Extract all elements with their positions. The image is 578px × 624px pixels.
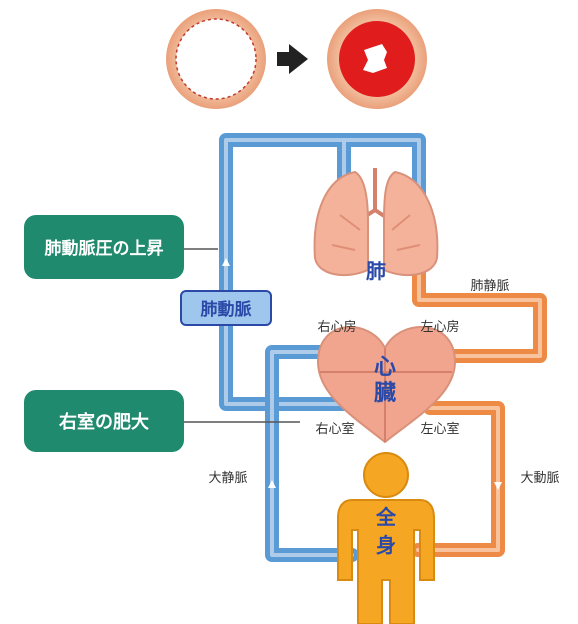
- lung-label: 肺: [366, 259, 386, 283]
- pulmonary-artery-label: 肺動脈: [201, 299, 252, 320]
- vena-cava-label: 大静脈: [208, 471, 247, 486]
- pulmonary-artery-label-box: 肺動脈: [180, 290, 272, 326]
- callout-pulmonary-hypertension-label: 肺動脈圧の上昇: [45, 238, 164, 259]
- right-ventricle-label: 右心室: [315, 421, 354, 437]
- callout-connectors: [184, 248, 300, 423]
- arrow-right-icon: [277, 44, 308, 74]
- right-atrium-label: 右心房: [317, 319, 356, 335]
- human-body-figure: [337, 452, 435, 624]
- heart-label-bottom: 臓: [374, 381, 396, 406]
- left-atrium-label: 左心房: [420, 319, 459, 335]
- left-ventricle-label: 左心室: [420, 421, 459, 437]
- heart-label-top: 心: [374, 355, 396, 380]
- pulmonary-vein-label: 肺静脈: [470, 279, 509, 294]
- normal-vessel-cross-section-icon: [166, 9, 266, 109]
- lungs: [313, 168, 439, 277]
- body-label-top: 全: [375, 505, 397, 529]
- aorta-label: 大動脈: [520, 471, 559, 486]
- callout-right-ventricular-hypertrophy: 右室の肥大: [24, 390, 184, 452]
- narrowed-vessel-cross-section-icon: [327, 9, 427, 109]
- body-label-bottom: 身: [376, 533, 396, 557]
- callout-pulmonary-hypertension: 肺動脈圧の上昇: [24, 215, 184, 279]
- blue-vessel-loop: [219, 133, 426, 562]
- callout-right-ventricular-hypertrophy-label: 右室の肥大: [59, 411, 149, 433]
- heart: [316, 326, 457, 444]
